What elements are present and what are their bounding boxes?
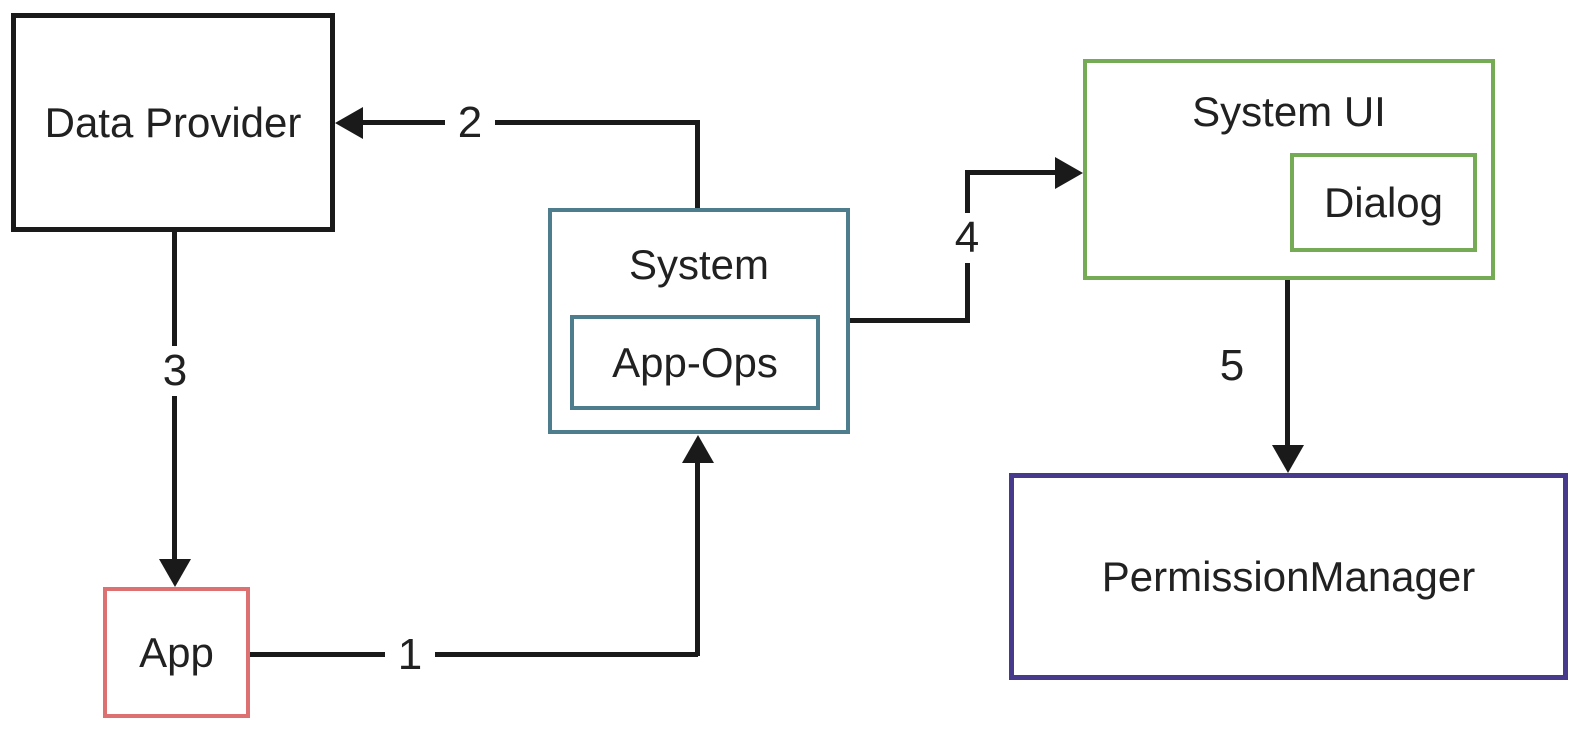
node-data-provider: Data Provider <box>11 13 335 232</box>
node-app-ops-label: App-Ops <box>612 338 778 386</box>
node-app: App <box>103 587 250 718</box>
edge4-line-horizontal-lower <box>850 318 970 323</box>
node-permission-manager-label: PermissionManager <box>1101 552 1476 600</box>
node-dialog-label: Dialog <box>1323 178 1444 226</box>
edge4-arrowhead-right-icon <box>1055 157 1083 189</box>
edge4-line-horizontal-upper <box>970 170 1056 175</box>
node-data-provider-label: Data Provider <box>44 98 302 146</box>
edge3-label: 3 <box>150 346 200 396</box>
node-app-label: App <box>139 628 214 676</box>
edge2-arrowhead-left-icon <box>335 107 363 139</box>
node-dialog: Dialog <box>1290 153 1477 252</box>
edge4-label: 4 <box>942 213 992 263</box>
edge5-arrowhead-down-icon <box>1272 445 1304 473</box>
edge2-label: 2 <box>445 98 495 148</box>
node-system-label: System <box>628 241 770 288</box>
edge2-line-vertical <box>695 122 700 208</box>
edge1-line-vertical <box>695 460 700 656</box>
edge1-line-horizontal <box>250 652 698 657</box>
edge2-line-horizontal <box>360 120 700 125</box>
edge5-label: 5 <box>1219 341 1245 390</box>
node-app-ops: App-Ops <box>570 315 820 410</box>
edge3-arrowhead-down-icon <box>159 559 191 587</box>
edge1-arrowhead-up-icon <box>682 435 714 463</box>
node-permission-manager: PermissionManager <box>1009 473 1568 680</box>
edge1-label: 1 <box>385 630 435 680</box>
node-system-ui-label: System UI <box>1192 88 1386 135</box>
edge5-line-vertical <box>1285 280 1290 446</box>
